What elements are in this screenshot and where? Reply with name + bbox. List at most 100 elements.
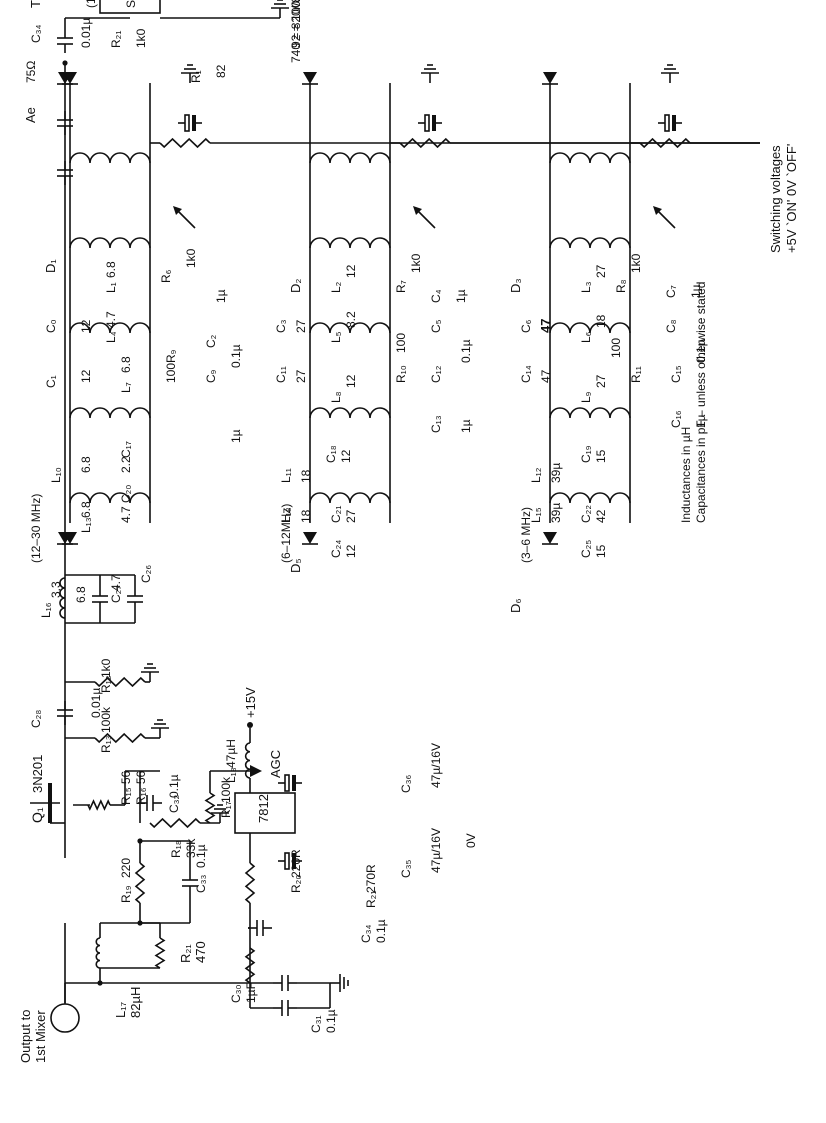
r20-resistor bbox=[244, 947, 256, 984]
c35-capacitor bbox=[278, 852, 302, 870]
c35-val-label: 47µ/16V bbox=[429, 828, 443, 873]
l16-name-label: L₁₆ bbox=[39, 602, 53, 618]
l18-top-val-label: 47µH bbox=[224, 739, 238, 768]
c34-decoupling-capacitor bbox=[248, 920, 272, 936]
c6-val-label: 47 bbox=[538, 319, 553, 333]
r12-ground bbox=[141, 663, 159, 682]
supply-terminal bbox=[247, 722, 253, 728]
r12-val-label: 1k0 bbox=[99, 658, 113, 678]
c0-name-label: C₀ bbox=[44, 319, 58, 333]
c33-capacitor bbox=[182, 871, 198, 895]
l12-val-label: 39µ bbox=[549, 463, 563, 483]
c14-name-label: C₁₄ bbox=[519, 365, 533, 383]
c20-name-label: C₂₀ bbox=[119, 485, 133, 503]
regulator-7812 bbox=[234, 792, 296, 834]
l10-val-label: 6.8 bbox=[79, 456, 93, 473]
l1-name-label: L₁ bbox=[104, 282, 118, 293]
agc-label: AGC bbox=[268, 750, 283, 778]
band-6-12mhz-output-diode bbox=[302, 532, 318, 545]
c1-capacitor bbox=[57, 161, 73, 185]
c20-val-label: 4.7 bbox=[119, 506, 133, 523]
r18-val-label: 33k bbox=[184, 838, 198, 858]
c6-name-label: C₆ bbox=[519, 319, 533, 333]
r21-in-name-label: R₂₁ bbox=[109, 31, 123, 48]
band3-label: (3–6 MHz) bbox=[519, 507, 533, 563]
c30-c31-ground bbox=[330, 974, 349, 992]
l18-val-label: 18 bbox=[299, 509, 313, 523]
band-12-30mhz-bias-resistor bbox=[159, 137, 211, 149]
d2-label: D₂ bbox=[288, 279, 303, 293]
c18-val-label: 12 bbox=[339, 449, 353, 463]
band-12-30mhz-coil-3 bbox=[69, 237, 151, 249]
c24-val-label: 12 bbox=[344, 544, 358, 558]
text-line: +5V `ON' 0V `OFF' bbox=[784, 144, 799, 253]
c7-name-label: C₇ bbox=[664, 285, 678, 298]
c19-val-label: 15 bbox=[594, 449, 608, 463]
c26-name-label: C₂₆ bbox=[139, 565, 153, 583]
c31-capacitor bbox=[273, 1000, 297, 1016]
band2-label: (6–12MHz) bbox=[279, 504, 293, 563]
c30-capacitor bbox=[273, 975, 297, 991]
c17-val-label: 2.2 bbox=[119, 456, 133, 473]
r12-resistor bbox=[94, 676, 146, 688]
band-12-30mhz-trimmer bbox=[173, 206, 196, 229]
d3-label: D₃ bbox=[508, 278, 523, 293]
coil bbox=[309, 407, 391, 419]
c35-name-label: C₃₅ bbox=[399, 859, 413, 878]
l18-top-name-label: L₁₈ bbox=[224, 767, 238, 783]
r20-val-label: 220R bbox=[289, 849, 303, 878]
band-3-6mhz-coil-3 bbox=[549, 237, 631, 249]
r21-top-val-label: 470 bbox=[193, 941, 208, 963]
c32-capacitor bbox=[138, 795, 162, 811]
l15-name-label: L₁₅ bbox=[529, 507, 543, 523]
band-3-6mhz-coil-2 bbox=[549, 322, 631, 334]
r6-name-label: R₆ bbox=[159, 269, 173, 283]
c9-name-label: C₉ bbox=[204, 369, 218, 383]
band-6-12mhz-input-diode bbox=[302, 72, 318, 85]
band-6-12mhz-bias-resistor bbox=[399, 137, 451, 149]
c22-name-label: C₂₂ bbox=[579, 505, 593, 523]
d6-label: D₆ bbox=[508, 598, 523, 613]
l9-name-label: L₉ bbox=[579, 391, 593, 403]
l11-val-label: 18 bbox=[299, 469, 313, 483]
coil bbox=[549, 152, 631, 164]
l2-name-label: L₂ bbox=[329, 281, 343, 293]
r16-label: R₁₆ 56 bbox=[134, 770, 148, 805]
r19-resistor bbox=[134, 862, 146, 904]
c18-name-label: C₁₈ bbox=[324, 445, 338, 463]
tr1-ratio-label: (1:3.7) bbox=[84, 0, 98, 8]
r11-name-label: R₁₁ bbox=[629, 366, 643, 383]
r13-resistor bbox=[94, 732, 146, 744]
c12-name-label: C₁₂ bbox=[429, 365, 443, 383]
c33-val-label: 0.1µ bbox=[194, 844, 208, 868]
c7-val-label: 1µ bbox=[689, 284, 703, 298]
equiv2-label: 92 = 100//1200 bbox=[289, 0, 303, 48]
r12-name-label: R₁₂ bbox=[99, 675, 113, 693]
c2-name-label: C₂ bbox=[204, 334, 218, 348]
plate bbox=[284, 852, 290, 870]
coil bbox=[549, 237, 631, 249]
c26-capacitor bbox=[127, 587, 143, 611]
plate bbox=[424, 114, 430, 132]
c0-val-label: 12 bbox=[79, 319, 93, 333]
c17-name-label: C₁₇ bbox=[119, 441, 133, 458]
c1-val-label: 12 bbox=[79, 369, 93, 383]
l7-name-label: L₇ bbox=[119, 382, 133, 393]
d1-label: D₁ bbox=[43, 259, 58, 273]
c15-name-label: C₁₅ bbox=[669, 365, 683, 383]
diode-body bbox=[303, 532, 317, 544]
r7-name-label: R₇ bbox=[394, 280, 408, 293]
c31-name-label: C₃₁ bbox=[309, 1015, 323, 1033]
l3-name-label: L₃ bbox=[579, 281, 593, 293]
output-label: Output to1st Mixer bbox=[18, 1010, 48, 1063]
text-line: Capacitances in pF – unless otherwise st… bbox=[694, 282, 708, 523]
c25-name-label: C₂₅ bbox=[579, 540, 593, 558]
coil bbox=[69, 152, 151, 164]
c16-val-label: 1µ bbox=[694, 414, 708, 428]
r13-name-label: R₁₃ bbox=[99, 735, 113, 753]
l6-name-label: L₆ bbox=[579, 331, 593, 343]
c4-name-label: C₄ bbox=[429, 289, 443, 303]
l2-val-label: 12 bbox=[344, 264, 358, 278]
r21-in-val-label: 1k0 bbox=[134, 28, 148, 48]
